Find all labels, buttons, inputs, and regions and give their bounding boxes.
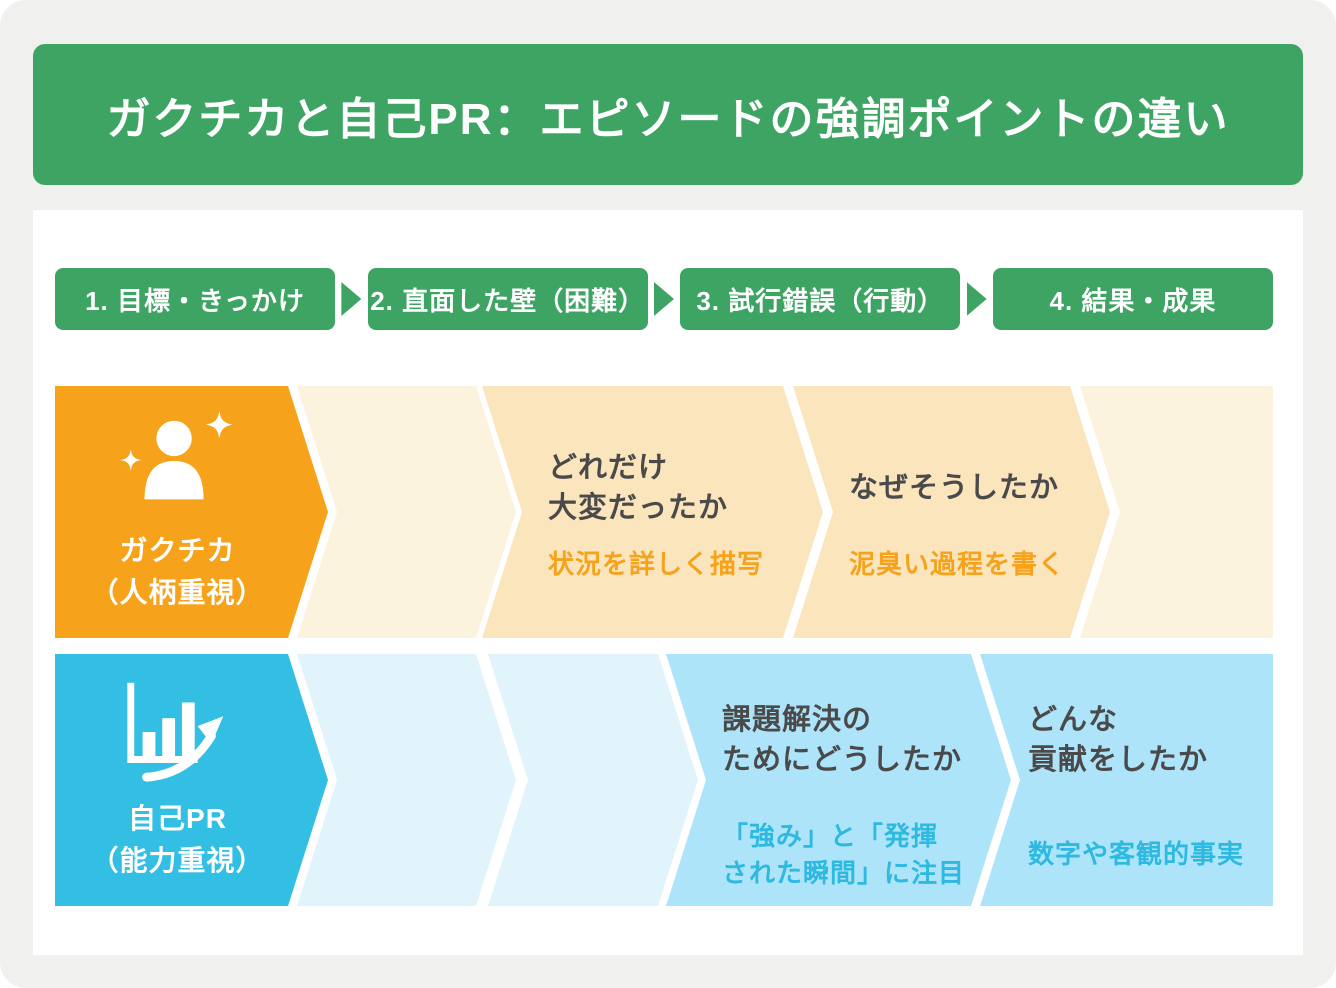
header-banner: ガクチカと自己PR：エピソードの強調ポイントの違い — [33, 44, 1303, 185]
person-sparkle-icon — [119, 410, 237, 514]
heading-line: ためにどうしたか — [722, 744, 963, 776]
gakuchika-cell-why-note: 泥臭い過程を書く — [849, 546, 1065, 583]
jikopr-label-line1: 自己PR — [128, 803, 227, 834]
gakuchika-cell-hardship: どれだけ 大変だったか 状況を詳しく描写 — [482, 386, 823, 638]
note-line: 数字や客観的事実 — [1028, 839, 1245, 869]
note-line: 状況を詳しく描写 — [548, 549, 765, 579]
heading-line: なぜそうしたか — [849, 472, 1060, 504]
note-line: された瞬間」に注目 — [722, 858, 966, 888]
heading-line: どれだけ — [548, 452, 669, 484]
step-2-obstacle: 2. 直面した壁（困難） — [367, 268, 648, 330]
step-1-label: 1. 目標・きっかけ — [85, 285, 305, 316]
heading-line: 貢献をしたか — [1028, 744, 1209, 776]
step-arrow-icon — [966, 282, 987, 316]
jikopr-cell-solution-note: 「強み」と「発揮 された瞬間」に注目 — [722, 818, 965, 892]
note-line: 泥臭い過程を書く — [849, 549, 1066, 579]
step-1-goal: 1. 目標・きっかけ — [55, 268, 335, 330]
step-4-result: 4. 結果・成果 — [992, 268, 1273, 330]
jikopr-cell-contribution-note: 数字や客観的事実 — [1028, 836, 1244, 873]
gakuchika-cell-why: なぜそうしたか 泥臭い過程を書く — [793, 386, 1110, 638]
heading-line: どんな — [1028, 704, 1119, 736]
jikopr-cell-contribution-heading: どんな 貢献をしたか — [1028, 698, 1208, 782]
gakuchika-label-line2: （人柄重視） — [90, 577, 265, 608]
step-4-label: 4. 結果・成果 — [1049, 285, 1217, 316]
gakuchika-cell-why-heading: なぜそうしたか — [849, 446, 1059, 530]
page-title: ガクチカと自己PR：エピソードの強調ポイントの違い — [106, 94, 1230, 144]
heading-line: 大変だったか — [548, 492, 729, 524]
steps-row: 1. 目標・きっかけ 2. 直面した壁（困難） 3. 試行錯誤（行動） 4. 結… — [55, 268, 1273, 330]
jikopr-label: 自己PR （能力重視） — [90, 798, 264, 882]
step-3-label: 3. 試行錯誤（行動） — [696, 285, 945, 316]
gakuchika-cell-hardship-note: 状況を詳しく描写 — [548, 546, 764, 583]
heading-line: 課題解決の — [722, 704, 873, 736]
note-line: 「強み」と「発揮 — [722, 821, 939, 851]
gakuchika-cell-hardship-heading: どれだけ 大変だったか — [548, 446, 728, 530]
step-arrow-icon — [341, 282, 362, 316]
bar-chart-growth-icon — [119, 678, 237, 782]
jikopr-cell-solution: 課題解決の ためにどうしたか 「強み」と「発揮 された瞬間」に注目 — [666, 654, 1011, 906]
gakuchika-lead-chevron: ガクチカ （人柄重視） — [55, 386, 328, 638]
step-arrow-icon — [653, 282, 674, 316]
gakuchika-label: ガクチカ （人柄重視） — [90, 530, 264, 614]
jikopr-cell-contribution: どんな 貢献をしたか 数字や客観的事実 — [980, 654, 1273, 906]
jikopr-label-line2: （能力重視） — [90, 845, 265, 876]
step-2-label: 2. 直面した壁（困難） — [370, 285, 646, 316]
jikopr-cell-solution-heading: 課題解決の ためにどうしたか — [722, 698, 962, 782]
jikopr-lead-chevron: 自己PR （能力重視） — [55, 654, 328, 906]
gakuchika-label-line1: ガクチカ — [119, 535, 236, 566]
step-3-trial-and-error: 3. 試行錯誤（行動） — [680, 268, 961, 330]
